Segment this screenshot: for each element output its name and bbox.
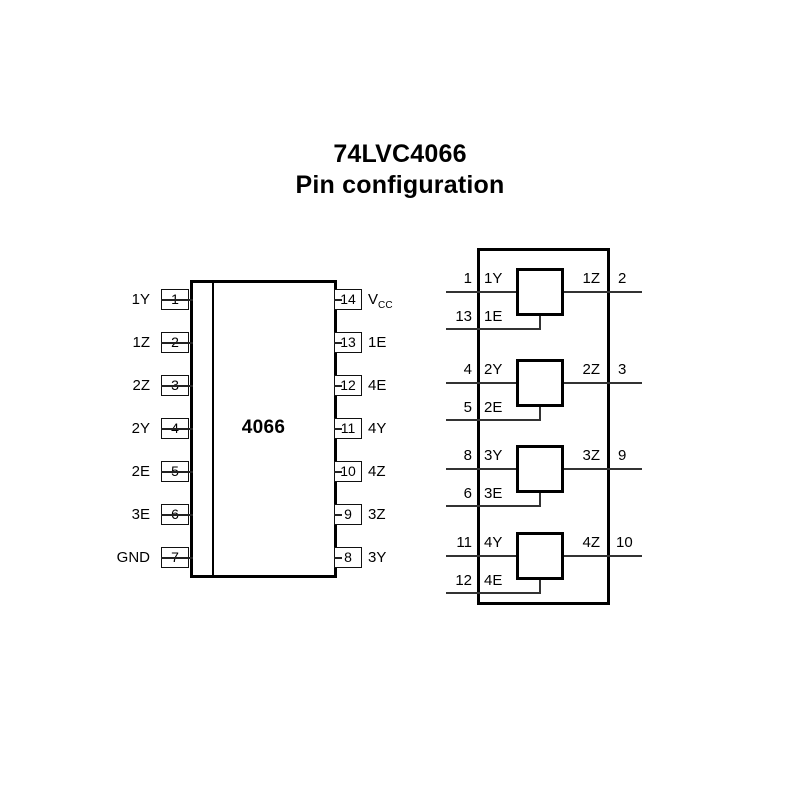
pin-lead-right-14: [334, 299, 342, 301]
logic-enable-pin-2: 5: [463, 399, 472, 416]
logic-enable-pin-1: 13: [455, 308, 472, 325]
logic-in-pin-1: 1: [463, 270, 472, 287]
title-part-number: 74LVC4066: [333, 140, 467, 168]
enable-line-4: [446, 592, 541, 594]
logic-out-name-1: 1Z: [582, 270, 600, 287]
switch-box-2: [516, 359, 564, 407]
logic-out-pin-2: 3: [618, 361, 627, 378]
pin-label-right-11: 4Y: [368, 420, 387, 437]
pin-lead-left-4: [161, 428, 193, 430]
pin-lead-right-10: [334, 471, 342, 473]
logic-in-name-2: 2Y: [484, 361, 503, 378]
pin-lead-left-7: [161, 557, 193, 559]
pin-lead-right-12: [334, 385, 342, 387]
logic-out-name-4: 4Z: [582, 534, 600, 551]
signal-line-in-4: [446, 555, 516, 557]
signal-line-out-3: [564, 468, 642, 470]
logic-enable-name-1: 1E: [484, 308, 503, 325]
switch-box-3: [516, 445, 564, 493]
pin-label-right-12: 4E: [368, 377, 387, 394]
switch-box-4: [516, 532, 564, 580]
logic-in-name-1: 1Y: [484, 270, 503, 287]
pin-lead-left-2: [161, 342, 193, 344]
pin-box-right-14: 14: [334, 289, 362, 310]
enable-line-2: [446, 419, 541, 421]
pin-box-right-11: 11: [334, 418, 362, 439]
pin-lead-left-5: [161, 471, 193, 473]
pin-lead-right-13: [334, 342, 342, 344]
pin-label-right-9: 3Z: [368, 506, 386, 523]
signal-line-in-1: [446, 291, 516, 293]
pin-label-right-14-subscript: CC: [378, 300, 393, 311]
enable-line-1: [446, 328, 541, 330]
pin-label-right-13: 1E: [368, 334, 387, 351]
pin-box-right-10: 10: [334, 461, 362, 482]
signal-line-out-1: [564, 291, 642, 293]
switch-enable-stub-3: [539, 493, 541, 507]
switch-enable-stub-2: [539, 407, 541, 421]
pin-label-left-6: 3E: [131, 506, 150, 523]
logic-in-name-4: 4Y: [484, 534, 503, 551]
logic-outer-frame: [477, 248, 610, 605]
logic-enable-name-3: 3E: [484, 485, 503, 502]
signal-line-in-3: [446, 468, 516, 470]
pin-label-left-4: 2Y: [131, 420, 150, 437]
pin-label-left-3: 2Z: [132, 377, 150, 394]
pin-label-right-14: VCC: [368, 291, 438, 315]
dip-polarity-stripe: [212, 283, 214, 575]
pin-lead-left-6: [161, 514, 193, 516]
logic-in-name-3: 3Y: [484, 447, 503, 464]
title-subtitle: Pin configuration: [295, 171, 505, 199]
switch-enable-stub-4: [539, 580, 541, 594]
logic-out-pin-1: 2: [618, 270, 627, 287]
pin-label-left-2: 1Z: [132, 334, 150, 351]
logic-enable-pin-3: 6: [463, 485, 472, 502]
logic-out-pin-4: 10: [616, 534, 633, 551]
pin-lead-left-1: [161, 299, 193, 301]
pin-label-right-8: 3Y: [368, 549, 387, 566]
pin-lead-right-8: [334, 557, 342, 559]
pin-lead-right-11: [334, 428, 342, 430]
enable-line-3: [446, 505, 541, 507]
logic-out-name-2: 2Z: [582, 361, 600, 378]
dip-part-label: 4066: [241, 417, 286, 438]
signal-line-in-2: [446, 382, 516, 384]
pin-label-right-10: 4Z: [368, 463, 386, 480]
logic-out-name-3: 3Z: [582, 447, 600, 464]
switch-box-1: [516, 268, 564, 316]
pin-label-left-5: 2E: [131, 463, 150, 480]
logic-out-pin-3: 9: [618, 447, 627, 464]
pin-label-right-14-base: V: [368, 291, 379, 308]
page-title: 74LVC4066 Pin configuration: [0, 139, 800, 201]
pin-label-left-7: GND: [116, 549, 150, 566]
logic-enable-name-4: 4E: [484, 572, 503, 589]
signal-line-out-2: [564, 382, 642, 384]
logic-in-pin-4: 11: [456, 534, 472, 551]
pin-label-left-1: 1Y: [131, 291, 150, 308]
logic-enable-name-2: 2E: [484, 399, 503, 416]
logic-in-pin-2: 4: [463, 361, 472, 378]
logic-in-pin-3: 8: [463, 447, 472, 464]
pin-lead-left-3: [161, 385, 193, 387]
signal-line-out-4: [564, 555, 642, 557]
logic-enable-pin-4: 12: [455, 572, 472, 589]
switch-enable-stub-1: [539, 316, 541, 330]
pin-lead-right-9: [334, 514, 342, 516]
